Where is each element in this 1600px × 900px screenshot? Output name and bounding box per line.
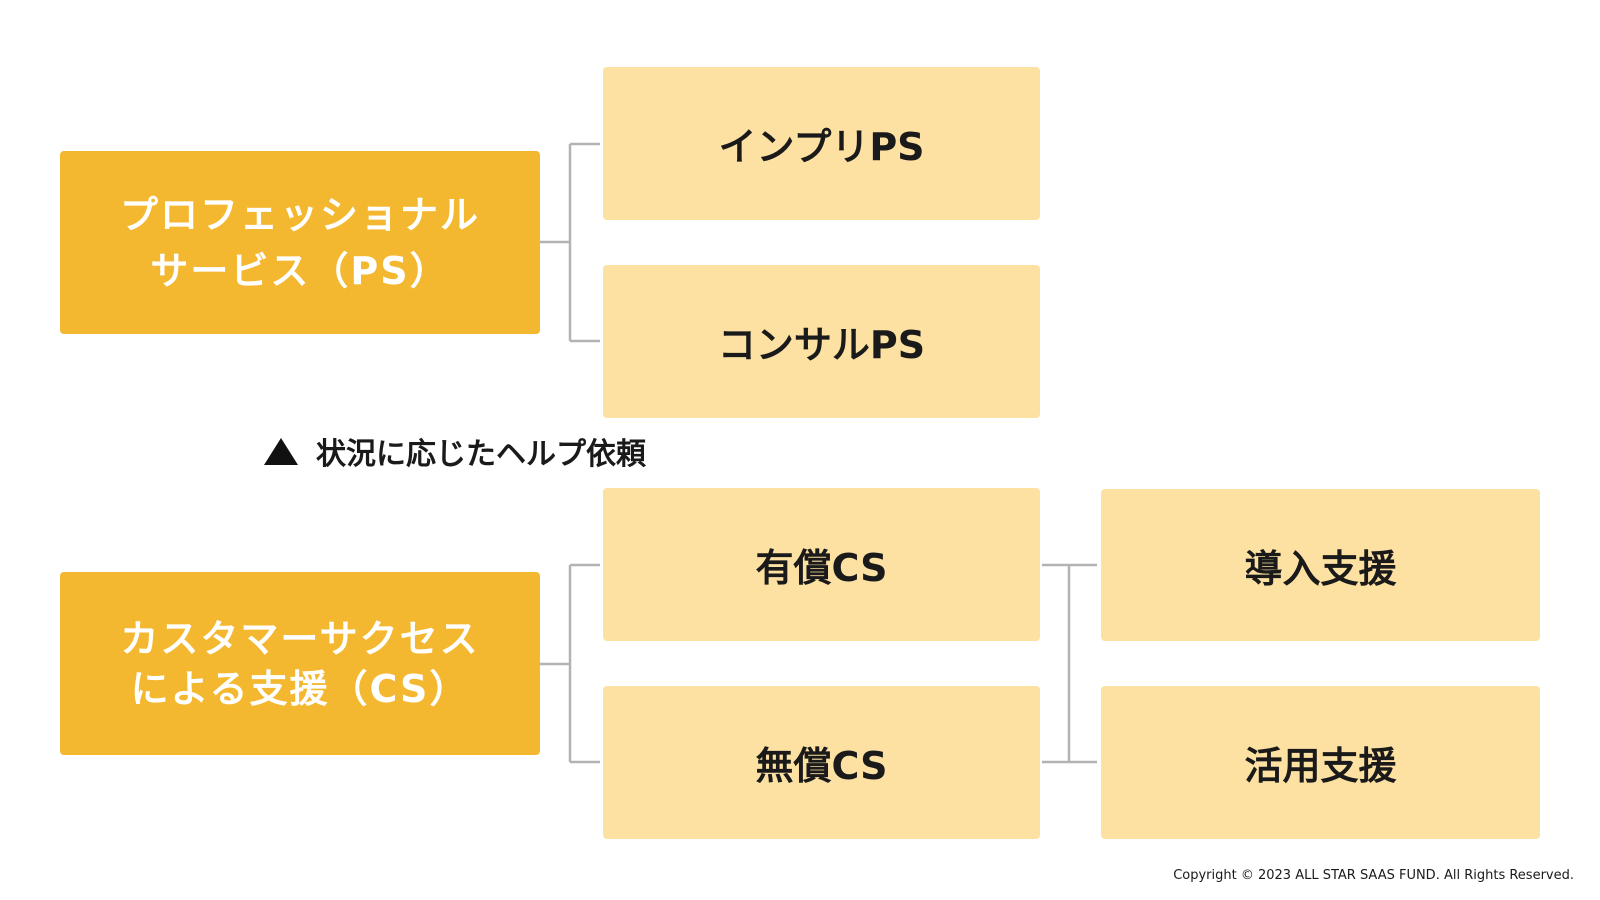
copyright-text: Copyright © 2023 ALL STAR SAAS FUND. All… xyxy=(1173,868,1574,883)
onboarding-support-box: 導入支援 xyxy=(1101,489,1540,641)
onboarding-support-label: 導入支援 xyxy=(1244,546,1397,591)
ps-consulting-label: コンサルPS xyxy=(717,323,926,367)
ps-implementation-box: インプリPS xyxy=(603,67,1040,220)
cs-free-box: 無償CS xyxy=(603,686,1040,839)
cs-main-label-line1: カスタマーサクセス xyxy=(120,616,480,661)
ps-main-label-line2: サービス（PS） xyxy=(150,248,450,293)
utilization-support-label: 活用支援 xyxy=(1244,744,1397,788)
cs-free-label: 無償CS xyxy=(755,744,888,788)
ps-main-label-line1: プロフェッショナル xyxy=(119,192,480,237)
cs-main-box: カスタマーサクセス による支援（CS） xyxy=(60,572,540,755)
help-request-text: 状況に応じたヘルプ依頼 xyxy=(316,437,646,472)
ps-consulting-box: コンサルPS xyxy=(603,265,1040,418)
ps-main-box: プロフェッショナル サービス（PS） xyxy=(60,151,540,334)
help-request-note: 状況に応じたヘルプ依頼 xyxy=(264,429,646,473)
cs-paid-label: 有償CS xyxy=(755,546,888,590)
cs-paid-box: 有償CS xyxy=(603,488,1040,641)
ps-implementation-label: インプリPS xyxy=(718,125,925,169)
utilization-support-box: 活用支援 xyxy=(1101,686,1540,839)
triangle-up-icon xyxy=(264,437,298,465)
cs-main-label-line2: による支援（CS） xyxy=(130,666,470,711)
